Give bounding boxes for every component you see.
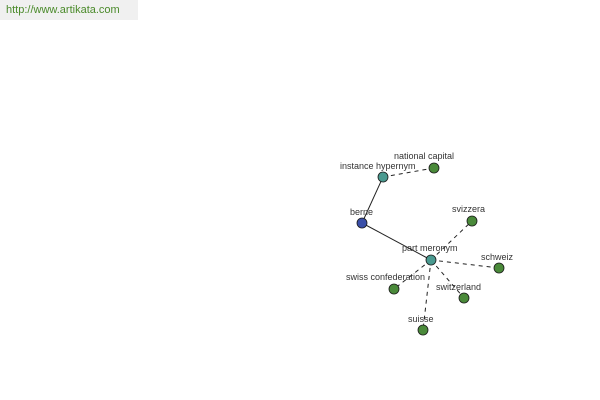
label-part-meronym: part meronym [402,243,458,253]
label-berne: berne [350,207,373,217]
graph-edges [361,167,500,331]
label-switzerland: switzerland [436,282,481,292]
node-berne[interactable] [356,217,368,229]
node-instance-hypernym[interactable] [377,171,389,183]
node-swiss-confederation[interactable] [388,283,400,295]
url-bar: http://www.artikata.com [0,0,138,20]
edge-part-meronym-to-schweiz [430,259,500,269]
site-url-link[interactable]: http://www.artikata.com [6,4,120,16]
label-svizzera: svizzera [452,204,485,214]
node-schweiz[interactable] [493,262,505,274]
label-suisse: suisse [408,314,434,324]
node-national-capital[interactable] [428,162,440,174]
node-switzerland[interactable] [458,292,470,304]
graph-nodes [356,162,505,336]
node-part-meronym[interactable] [425,254,437,266]
label-swiss-confederation: swiss confederation [346,272,425,282]
edge-part-meronym-to-switzerland [430,259,465,299]
label-schweiz: schweiz [481,252,514,262]
node-suisse[interactable] [417,324,429,336]
edge-instance-hypernym-to-national-capital [382,167,435,178]
node-svizzera[interactable] [466,215,478,227]
edge-berne-to-instance-hypernym [361,176,384,224]
edge-berne-to-part-meronym [361,222,432,261]
label-instance-hypernym: instance hypernym [340,161,416,171]
edge-part-meronym-to-svizzera [430,220,473,261]
label-national-capital: national capital [394,151,454,161]
edge-part-meronym-to-suisse [422,259,432,331]
